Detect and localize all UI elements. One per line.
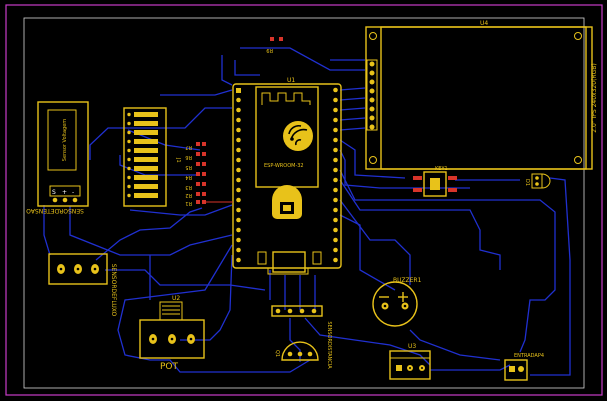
d1-led: D1 <box>524 173 551 189</box>
u3-ref-label: U3 <box>408 343 416 350</box>
u1-esp32-module: ESP-WROOM-32 U1 <box>232 77 342 275</box>
voltage-pin-s: S <box>52 189 56 196</box>
sensor-distancia-label: SENSORDISTANCIA <box>326 321 332 369</box>
d1-ref-label: D1 <box>524 179 530 186</box>
r4-ref-label: R4 <box>185 174 192 180</box>
r9-ref-label: R9 <box>266 47 273 53</box>
entrada-ref-label: ENTRADAP4 <box>514 353 544 359</box>
r7-ref-label: R7 <box>185 144 192 150</box>
entrada-p4-connector: ENTRADAP4 <box>504 353 544 381</box>
resistor-r9: R9 <box>266 37 283 53</box>
board-outline <box>5 4 603 396</box>
u2-potentiometer: U2 POT <box>139 295 205 372</box>
u2-value-label: POT <box>160 362 179 372</box>
j1-connector: J1 <box>123 107 181 207</box>
key1-tactile-switch: KEY1 <box>413 166 457 197</box>
u4-desc-label: 2.0" IPS 240x320(RGB) <box>591 63 598 132</box>
keepout-outline <box>23 17 585 389</box>
r5-ref-label: R5 <box>185 164 192 170</box>
u1-logo-icon <box>272 185 302 219</box>
r6-ref-label: R6 <box>185 154 192 160</box>
buzzer-ref-label: BUZZER1 <box>393 277 422 284</box>
u1-left-pins <box>236 88 241 263</box>
u1-ref-label: U1 <box>287 77 295 84</box>
u2-ref-label: U2 <box>172 295 180 302</box>
resistor-array: R7 R6 R5 R4 R3 R2 R1 <box>185 142 233 206</box>
j1-ref-label: J1 <box>175 157 181 163</box>
u1-right-pins <box>333 87 338 263</box>
q1-ref-label: Q1 <box>274 350 280 357</box>
sensor-tensao-label: SENSORDETENSAO <box>26 207 84 214</box>
copper-traces <box>43 47 571 376</box>
u3-terminal-block: U3 <box>389 343 431 380</box>
key1-ref-label: KEY1 <box>435 166 448 172</box>
u4-ref-label: U4 <box>480 20 488 27</box>
buzzer1: BUZZER1 <box>372 277 422 327</box>
voltage-sensor-module: Sensor Voltagem S + - SENSORDETENSAO <box>26 101 89 214</box>
sensor-fluxo-label: SENSORDEFLUXO <box>110 264 117 317</box>
flow-sensor-connector: SENSORDEFLUXO <box>48 253 117 317</box>
u1-module-label: ESP-WROOM-32 <box>264 163 304 169</box>
distance-sensor-header: SENSORDISTANCIA <box>271 305 332 369</box>
voltage-module-title: Sensor Voltagem <box>62 119 68 161</box>
voltage-pin-minus: - <box>72 189 74 196</box>
voltage-pin-plus: + <box>62 189 67 196</box>
r2-ref-label: R2 <box>185 192 192 198</box>
q1-transistor: Q1 <box>274 341 319 361</box>
u4-display: U4 2.0" IPS 240x320(RGB) <box>365 20 598 170</box>
u4-header-pins <box>366 59 378 131</box>
r3-ref-label: R3 <box>185 184 192 190</box>
r1-ref-label: R1 <box>185 200 192 206</box>
